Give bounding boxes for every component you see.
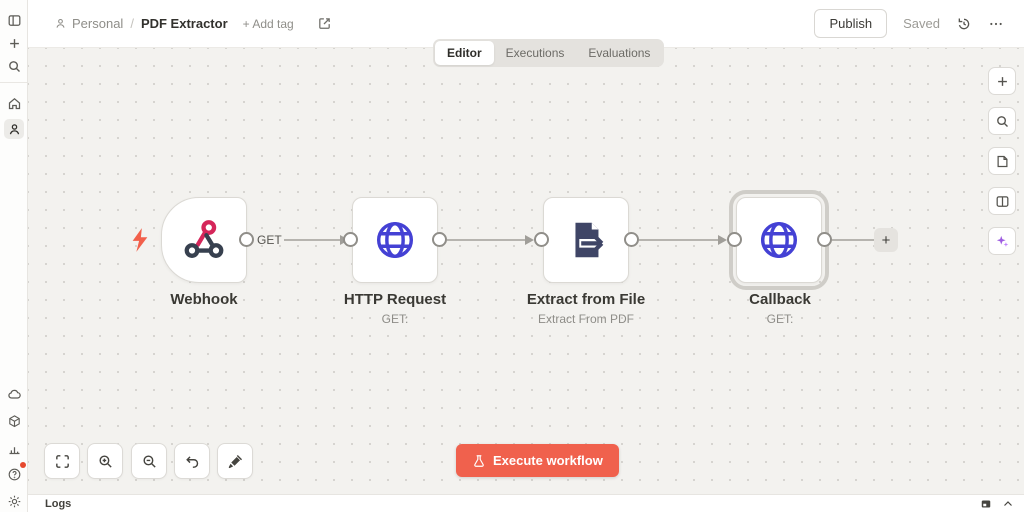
header-actions: Publish Saved — [814, 9, 1024, 38]
fit-view-button[interactable] — [44, 443, 80, 479]
zoom-in-button[interactable] — [87, 443, 123, 479]
panel-toggle-icon[interactable] — [4, 10, 24, 30]
add-node-panel-button[interactable] — [988, 67, 1016, 95]
cloud-icon[interactable] — [4, 384, 24, 404]
save-status: Saved — [903, 16, 940, 31]
add-node-button[interactable]: + — [874, 228, 898, 252]
home-icon[interactable] — [4, 93, 24, 113]
ai-assistant-button[interactable] — [988, 227, 1016, 255]
connection-callback-plus[interactable] — [832, 239, 876, 241]
callback-input-port[interactable] — [727, 232, 742, 247]
workflow-title[interactable]: PDF Extractor — [140, 16, 228, 31]
add-tag-button[interactable]: + Add tag — [242, 16, 294, 31]
callback-output-port[interactable] — [817, 232, 832, 247]
node-extract-from-file[interactable] — [543, 197, 629, 283]
more-options-icon[interactable] — [988, 16, 1004, 32]
view-tabs: Editor Executions Evaluations — [433, 39, 665, 67]
node-label-extract: Extract from File — [526, 291, 646, 308]
app-sidebar — [0, 0, 28, 512]
sidebar-item-personal[interactable] — [4, 119, 24, 139]
logs-title: Logs — [45, 497, 72, 510]
breadcrumb-separator: / — [130, 16, 134, 31]
webhook-port-label: GET — [257, 233, 282, 247]
node-subtitle-callback: GET: — [766, 312, 794, 326]
zoom-out-button[interactable] — [131, 443, 167, 479]
add-workflow-icon[interactable] — [4, 33, 24, 53]
node-callback[interactable] — [729, 190, 829, 290]
open-logs-popout-icon[interactable] — [980, 498, 992, 510]
tidy-up-button[interactable] — [217, 443, 253, 479]
gear-icon[interactable] — [4, 491, 24, 511]
http-input-port[interactable] — [343, 232, 358, 247]
node-http-request[interactable] — [352, 197, 438, 283]
node-subtitle-extract: Extract From PDF — [537, 312, 634, 326]
tab-editor[interactable]: Editor — [435, 41, 494, 65]
undo-button[interactable] — [174, 443, 210, 479]
share-icon[interactable] — [317, 16, 332, 31]
help-icon[interactable] — [4, 462, 26, 484]
execute-workflow-button[interactable]: Execute workflow — [456, 444, 619, 477]
workflow-canvas[interactable]: Webhook GET HTTP Request GET: Extract fr… — [28, 48, 1024, 494]
tab-evaluations[interactable]: Evaluations — [588, 46, 651, 60]
globe-icon — [372, 217, 418, 263]
flask-icon — [472, 454, 486, 468]
node-subtitle-http: GET: — [381, 312, 409, 326]
connection-arrow — [525, 235, 534, 245]
chevron-up-icon[interactable] — [1002, 498, 1014, 510]
node-label-http: HTTP Request — [343, 291, 447, 308]
breadcrumb-project[interactable]: Personal — [54, 16, 123, 31]
webhook-output-port[interactable] — [239, 232, 254, 247]
node-webhook[interactable] — [161, 197, 247, 283]
connection-http-extract[interactable] — [447, 239, 531, 241]
execute-workflow-label: Execute workflow — [493, 453, 603, 468]
breadcrumb: Personal / PDF Extractor + Add tag — [54, 16, 332, 31]
globe-icon — [756, 217, 802, 263]
http-output-port[interactable] — [432, 232, 447, 247]
split-panel-button[interactable] — [988, 187, 1016, 215]
notification-badge — [20, 462, 26, 468]
canvas-search-button[interactable] — [988, 107, 1016, 135]
person-icon — [54, 17, 67, 30]
extract-output-port[interactable] — [624, 232, 639, 247]
history-icon[interactable] — [956, 16, 972, 32]
connection-webhook-http[interactable] — [284, 239, 341, 241]
templates-icon[interactable] — [4, 411, 24, 431]
breadcrumb-project-label: Personal — [72, 16, 124, 31]
insights-icon[interactable] — [4, 438, 24, 458]
publish-button[interactable]: Publish — [814, 9, 888, 38]
connection-arrow — [718, 235, 727, 245]
tab-executions[interactable]: Executions — [505, 46, 565, 60]
search-icon[interactable] — [4, 56, 24, 76]
sidebar-divider — [0, 82, 27, 83]
webhook-icon — [181, 217, 227, 263]
extract-input-port[interactable] — [534, 232, 549, 247]
logs-panel-header[interactable]: Logs — [28, 494, 1024, 512]
sticky-note-button[interactable] — [988, 147, 1016, 175]
trigger-bolt-icon — [129, 227, 151, 253]
node-label-webhook: Webhook — [170, 291, 238, 308]
file-export-icon — [563, 217, 609, 263]
connection-extract-callback[interactable] — [639, 239, 718, 241]
node-label-callback: Callback — [749, 291, 811, 308]
